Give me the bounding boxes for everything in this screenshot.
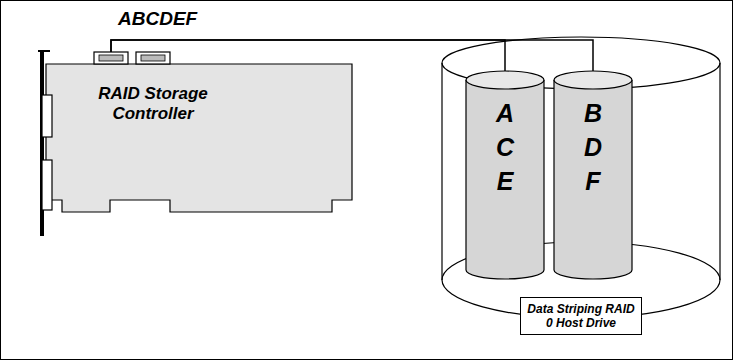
disk-cylinder: BDF <box>553 70 633 280</box>
stripe-letter: D <box>553 132 633 162</box>
controller-card-outline <box>38 50 356 236</box>
stripe-letter: C <box>465 132 545 162</box>
controller-label: RAID Storage Controller <box>88 84 218 124</box>
controller-card: RAID Storage Controller <box>38 50 356 236</box>
stripe-letter: B <box>553 98 633 128</box>
wire-data-label: ABCDEF <box>118 8 197 30</box>
stripe-letter: A <box>465 98 545 128</box>
stripe-letter: E <box>465 166 545 196</box>
drive-label-box: Data Striping RAID 0 Host Drive <box>520 297 642 335</box>
disk-cylinder: ACE <box>465 70 545 280</box>
stripe-letter: F <box>553 166 633 196</box>
host-drive-cylinder: Data Striping RAID 0 Host DriveACEBDF <box>440 35 722 335</box>
